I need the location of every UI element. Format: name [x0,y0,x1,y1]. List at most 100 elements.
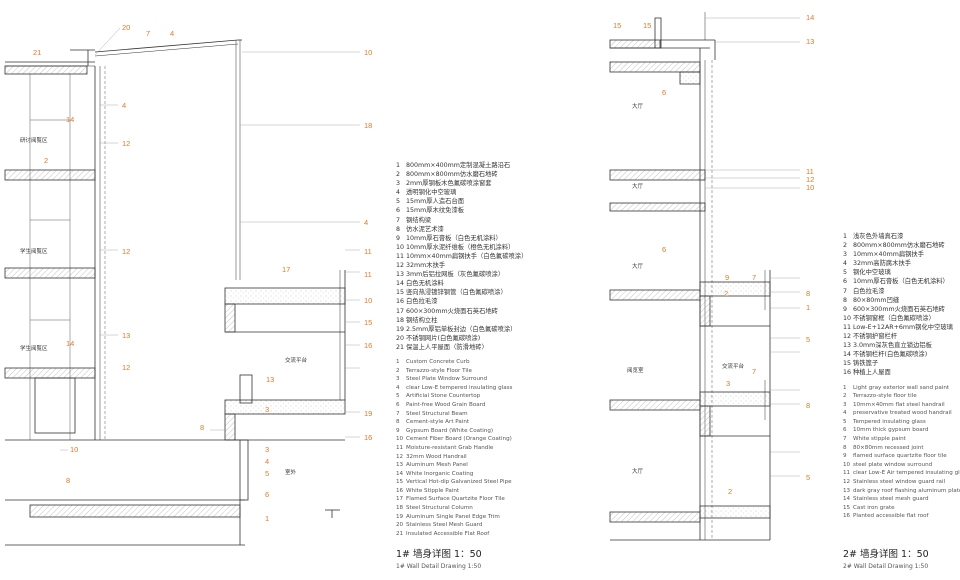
callout-number-7: 12 [806,175,814,184]
room-label-2: 学生阅覧区 [20,247,48,255]
legend-text: 600×300mm火烧面石英石地砖 [406,307,498,315]
callout-number-10: 2 [44,156,48,165]
legend-number: 20 [396,334,405,342]
legend-text: 10mm厚水泥纤维板（橙色无机涂料） [406,243,515,251]
legend-number: 9 [843,305,848,313]
title-block-2: 2# 墙身详图 1：50 2# Wall Detail Drawing 1:50 [843,546,929,570]
legend-text: Flamed Surface Quartzite Floor Tile [406,496,505,503]
legend-en-item: 3 Steel Plate Window Surround [396,375,527,384]
legend-number: 15 [843,504,851,511]
legend-text: Planted accessible flat roof [853,513,929,520]
legend-text: 2.5mm厚铝单板封边（白色氟碳喷涂） [406,325,517,333]
legend-text: 10mm厚石膏板（白色无机涂料） [853,278,949,286]
legend-text: 保温上人平屋面（防滑地砖） [406,343,488,351]
legend-number: 7 [396,216,401,224]
callout-number-31: 19 [364,409,372,418]
legend-number: 13 [843,487,851,494]
legend-text: 10mm thick gypsum board [853,427,929,434]
callout-number-9: 12 [122,139,130,148]
legend-text: 10mm×40mm扁钢扶手 [853,251,925,259]
legend-text: 15mm厚木纹免漆板 [406,207,465,215]
callout-number-1: 20 [122,23,130,32]
legend-number: 16 [843,369,852,377]
legend-text: 铸铁篦子 [853,360,879,368]
legend-text: Aluminum Mesh Panel [406,462,468,469]
legend-cn-item: 6 15mm厚木纹免漆板 [396,206,527,215]
leaders-1 [60,27,360,451]
legend-text: Artificial Stone Countertop [406,393,481,400]
legend-text: Steel Structural Column [406,505,473,512]
callout-number-5: 6 [662,88,666,97]
callout-number-16: 15 [364,318,372,327]
callout-number-15: 13 [122,331,130,340]
callout-number-13: 2 [724,289,728,298]
legend-number: 18 [396,316,405,324]
legend-text: Steel Plate Window Surround [406,376,488,383]
callout-number-4: 13 [806,37,814,46]
legend-text: clear Low-E tempered insulating glass [406,384,513,391]
wall-section-1 [4,39,346,546]
legend-number: 14 [396,280,405,288]
legend-number: 13 [396,462,404,469]
legend-text: Terrazzo-style Floor Tile [406,367,472,374]
callout-number-30: 8 [66,476,70,485]
legend-number: 17 [396,307,405,315]
legend-number: 10 [396,436,404,443]
callout-number-2: 15 [643,21,651,30]
legend-text: 3.0mm深灰色直立锁边铝板 [853,342,932,350]
legend-text: Light gray exterior wall sand paint [853,384,950,391]
legend-text: 800mm×400mm定制混凝土路沿石 [406,162,511,169]
callout-number-27: 5 [265,469,269,478]
legend-text: preservative treated wood handrail [853,410,952,417]
title-block-1: 1# 墙身详图 1：50 1# Wall Detail Drawing 1:50 [396,546,482,570]
legend-number: 2 [396,171,401,179]
legend-text: 2mm厚钢板木色氟碳喷涂窗套 [406,180,492,188]
legend-number: 12 [396,262,405,270]
callout-number-16: 3 [726,379,730,388]
legend-text: Insulated Accessible Flat Roof [406,530,490,537]
legend-text: 3mm后铝拉网板（灰色氟碳喷涂） [406,271,505,279]
legend-number: 16 [396,487,404,494]
legend-text: 不锈钢网片(白色氟碳喷涂) [406,334,481,342]
legend-text: clear Low-E Air tempered insulating glas… [853,470,960,477]
callout-number-17: 14 [66,339,74,348]
legend-text: 透明钢化中空玻璃 [406,189,457,197]
legend-number: 3 [396,376,400,383]
legend-text: 800mm×800mm仿水磨石地砖 [853,242,945,250]
legend-number: 6 [396,207,401,215]
room-label-6: 大厅 [632,467,644,475]
legend-text: Cement Fiber Board (Orange Coating) [406,436,512,443]
legend-number: 4 [396,189,401,197]
room-label-3: 大厅 [632,262,644,270]
room-label-3: 学生阅覧区 [20,344,48,352]
callout-number-15: 1 [806,303,810,312]
